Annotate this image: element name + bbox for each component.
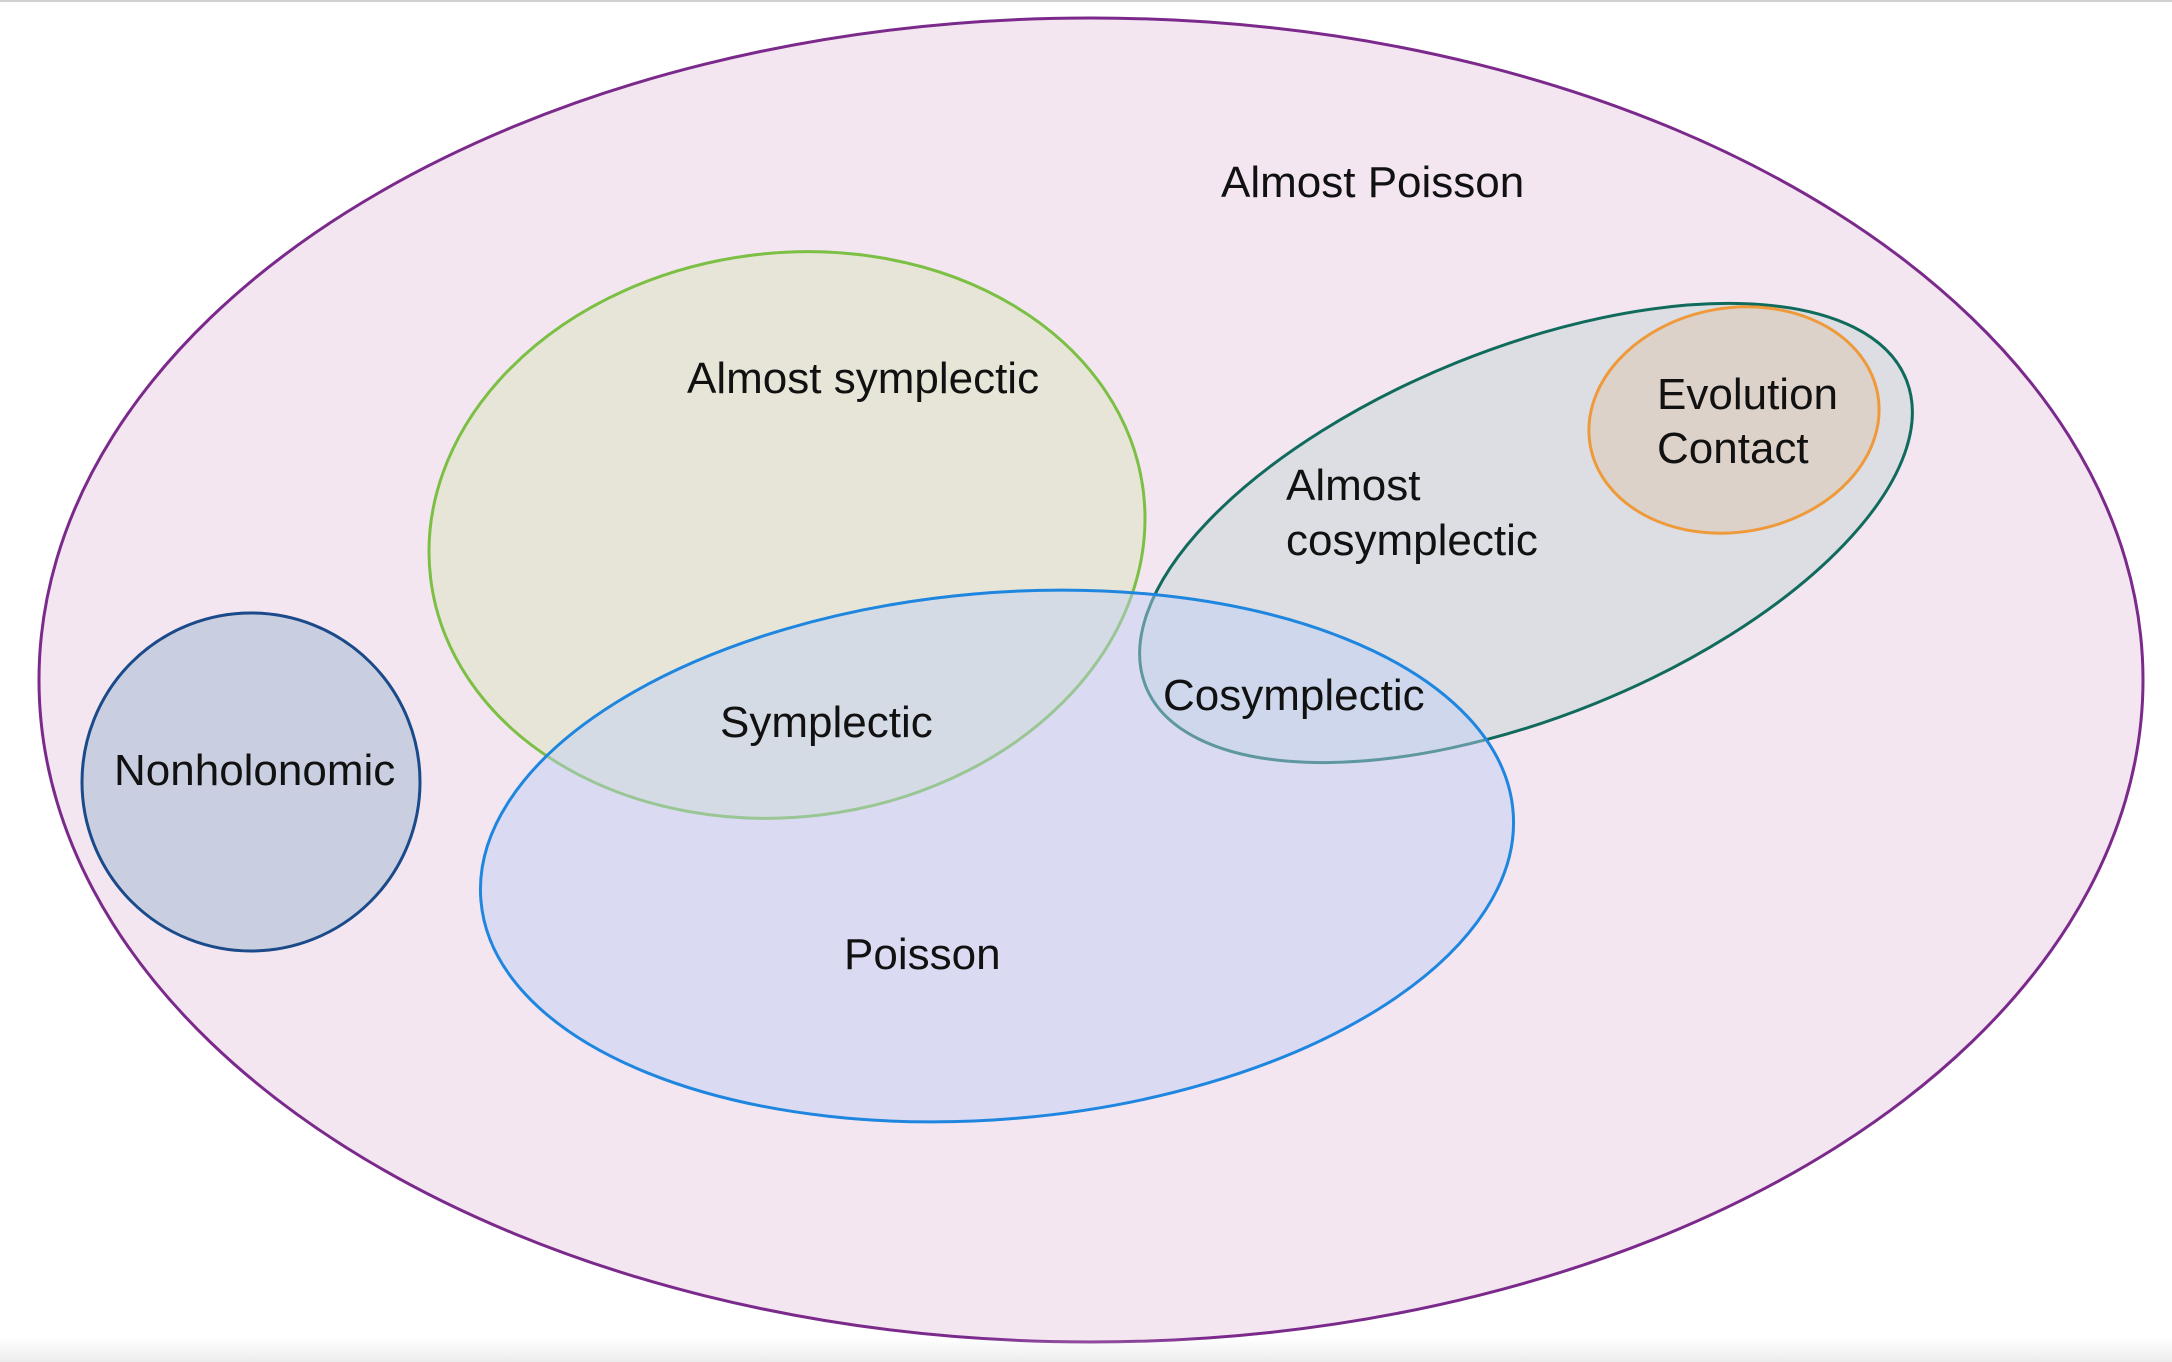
contact-label: Contact — [1657, 424, 1809, 473]
almost-symplectic-label: Almost symplectic — [687, 354, 1039, 403]
nonholonomic-region — [80, 611, 422, 953]
poisson-label: Poisson — [844, 930, 1001, 979]
evolution-label: Evolution — [1657, 370, 1838, 419]
almost-symplectic-region — [427, 250, 1147, 820]
top-border — [0, 0, 2172, 2]
symplectic-label: Symplectic — [720, 698, 933, 747]
bottom-shadow — [0, 1338, 2172, 1362]
evolution-contact-region — [1587, 305, 1881, 535]
cosymplectic-label: Cosymplectic — [1163, 671, 1425, 720]
almost-poisson-label: Almost Poisson — [1221, 158, 1524, 207]
almost-label: Almost — [1286, 461, 1420, 510]
poisson-region — [478, 588, 1516, 1124]
cosymplectic-word-label: cosymplectic — [1286, 516, 1538, 565]
nonholonomic-label: Nonholonomic — [114, 746, 395, 795]
